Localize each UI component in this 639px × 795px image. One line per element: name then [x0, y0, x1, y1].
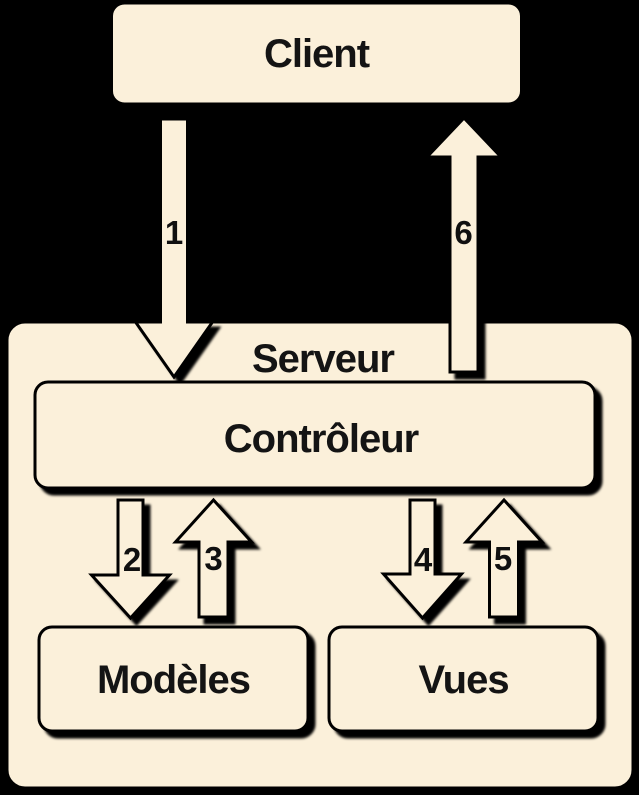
arrow-3-number: 3: [204, 540, 222, 577]
views-box: [327, 625, 600, 733]
arrow-1-number: 1: [165, 214, 183, 251]
arrow-2-number: 2: [123, 541, 141, 578]
server-label: Serveur: [252, 337, 394, 381]
arrow-6-number: 6: [454, 214, 472, 251]
controller-label: Contrôleur: [224, 417, 419, 461]
client-label: Client: [264, 32, 370, 76]
controller-box: [33, 380, 597, 490]
arrow-4-controller-to-views: [380, 498, 465, 621]
models-box: [37, 625, 310, 733]
client-box: [110, 1, 523, 106]
arrow-1-client-to-controller: [132, 117, 216, 380]
arrow-2-controller-to-models: [88, 498, 173, 621]
models-label: Modèles: [97, 658, 250, 702]
arrow-5-number: 5: [494, 540, 512, 577]
arrow-5-views-to-controller: [462, 497, 546, 619]
arrow-3-models-to-controller: [172, 497, 255, 619]
arrow-6-controller-to-client: [423, 115, 505, 374]
views-label: Vues: [418, 658, 508, 702]
arrow-4-number: 4: [414, 541, 433, 578]
